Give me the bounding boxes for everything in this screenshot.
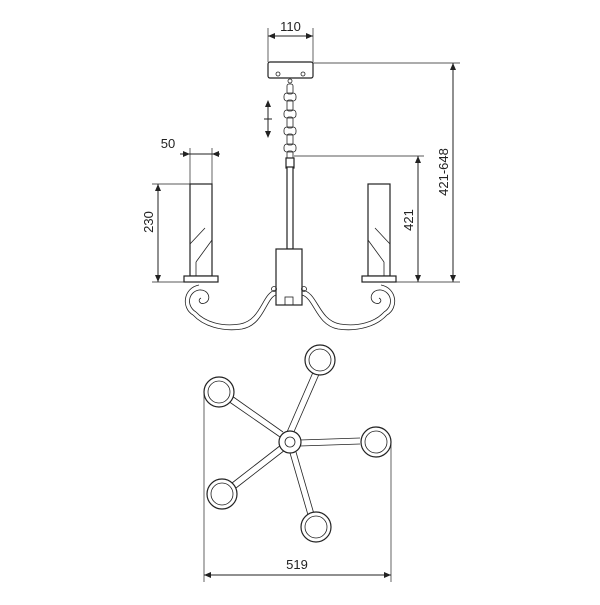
side-view: 110 50 230 421 [141,19,460,330]
center-body [276,249,302,305]
dimension-canopy-width: 110 [268,19,313,62]
shade-cup-top-right [305,345,335,375]
body-height-label: 421 [401,209,416,231]
dimension-shade-width: 50 [161,136,220,184]
canopy [268,62,313,83]
canopy-width-label: 110 [280,19,301,34]
center-rod [286,158,294,249]
top-view-hub [279,431,301,453]
shade-height-label: 230 [141,211,156,233]
chain-adjust-indicator [264,100,272,138]
total-height-label: 421-648 [436,148,451,196]
chain [284,84,296,160]
shade-cup-top-left [204,377,234,407]
right-arm [302,285,395,330]
right-shade [362,184,396,282]
left-shade [184,184,218,282]
shade-cup-bottom-left [207,479,237,509]
shade-width-label: 50 [161,136,175,151]
span-width-label: 519 [286,557,308,572]
left-arm [185,285,276,330]
shade-cup-right [361,427,391,457]
dimension-shade-height: 230 [141,184,190,282]
top-view: 519 [204,345,391,582]
shade-cup-bottom-right [301,512,331,542]
